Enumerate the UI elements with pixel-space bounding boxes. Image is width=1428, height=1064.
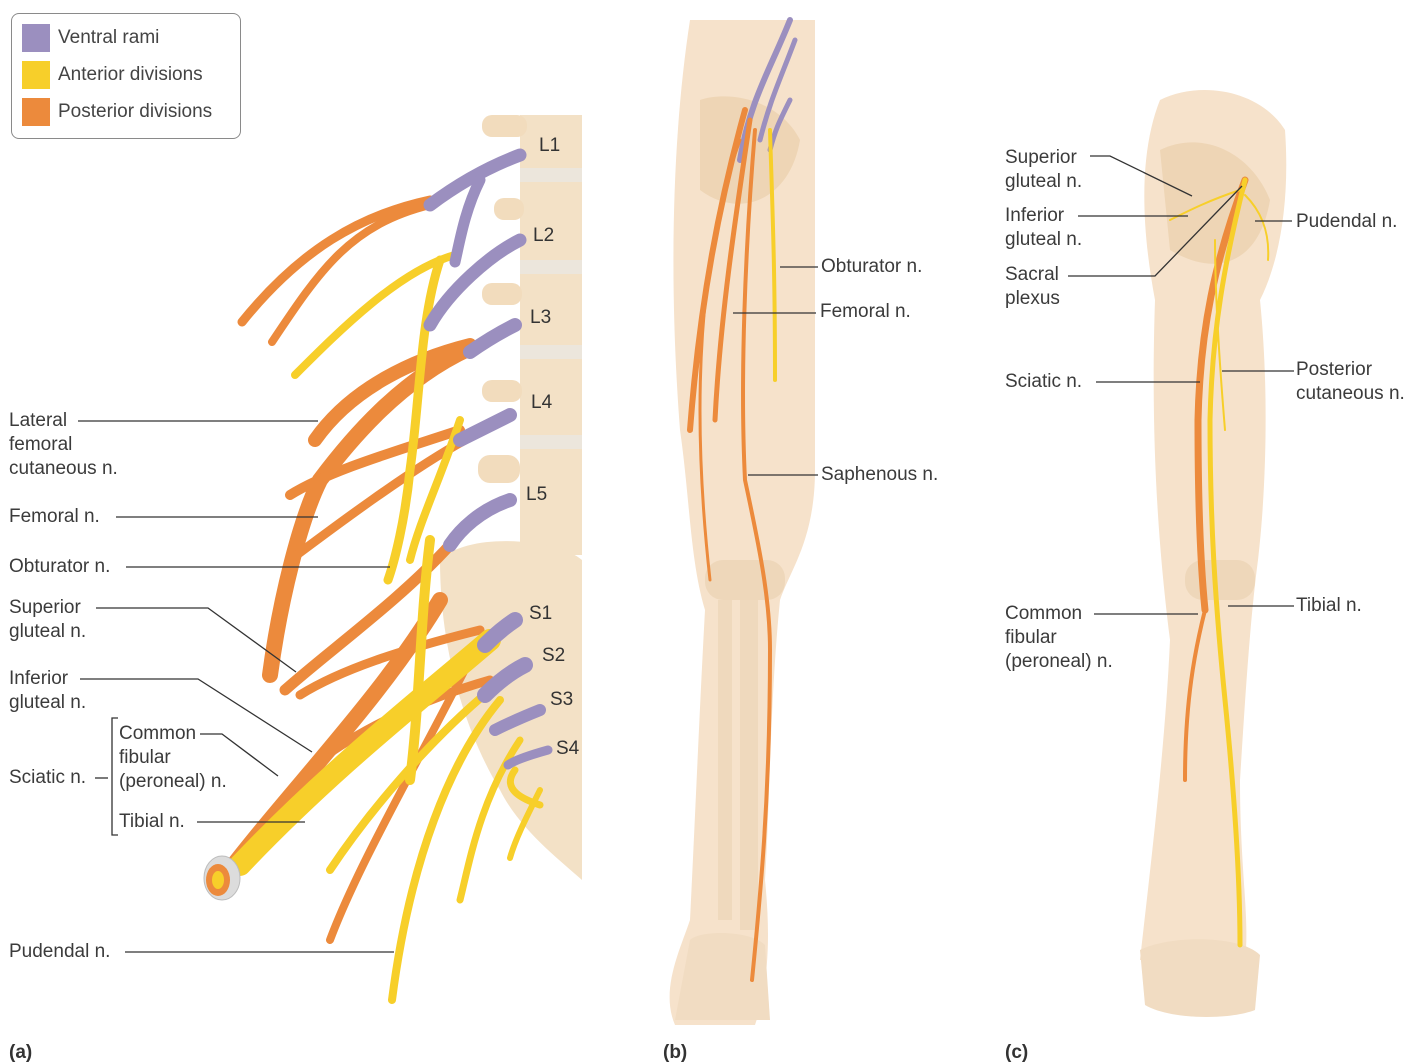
legend-swatch: [22, 61, 50, 89]
label-c-pudendal-n: Pudendal n.: [1296, 210, 1397, 234]
label-obturator-n: Obturator n.: [9, 555, 110, 579]
label-c-sciatic-n: Sciatic n.: [1005, 370, 1082, 394]
label-femoral-n: Femoral n.: [9, 505, 100, 529]
label-c-superior-gluteal-n: Superior gluteal n.: [1005, 146, 1082, 194]
sciatic-cut-end: [204, 856, 240, 900]
label-b-saphenous-n: Saphenous n.: [821, 463, 938, 487]
legend-label: Anterior divisions: [58, 64, 203, 86]
label-inferior-gluteal-n: Inferior gluteal n.: [9, 667, 86, 715]
label-pudendal-n: Pudendal n.: [9, 940, 110, 964]
vertebra-label-s1: S1: [529, 603, 552, 625]
panel-label-b: (b): [663, 1042, 687, 1064]
vertebra-label-s4: S4: [556, 738, 579, 760]
vertebra-label-s3: S3: [550, 689, 573, 711]
panel-label-a: (a): [9, 1042, 32, 1064]
label-c-posterior-cutaneous-n: Posterior cutaneous n.: [1296, 358, 1405, 406]
label-c-sacral-plexus: Sacral plexus: [1005, 263, 1060, 311]
legend-label: Ventral rami: [58, 27, 159, 49]
legend: Ventral rami Anterior divisions Posterio…: [11, 13, 241, 139]
vertebra-label-l3: L3: [530, 307, 551, 329]
legend-label: Posterior divisions: [58, 101, 212, 123]
label-c-common-fibular-n: Common fibular (peroneal) n.: [1005, 602, 1113, 674]
label-tibial-n: Tibial n.: [119, 810, 185, 834]
vertebra-label-l1: L1: [539, 135, 560, 157]
label-c-tibial-n: Tibial n.: [1296, 594, 1362, 618]
label-c-inferior-gluteal-n: Inferior gluteal n.: [1005, 204, 1082, 252]
label-superior-gluteal-n: Superior gluteal n.: [9, 596, 86, 644]
vertebra-label-l5: L5: [526, 484, 547, 506]
label-b-obturator-n: Obturator n.: [821, 255, 922, 279]
label-sciatic-n: Sciatic n.: [9, 766, 86, 790]
vertebra-label-l2: L2: [533, 225, 554, 247]
label-lateral-femoral-cutaneous-n: Lateral femoral cutaneous n.: [9, 409, 118, 481]
panel-label-c: (c): [1005, 1042, 1028, 1064]
vertebra-label-s2: S2: [542, 645, 565, 667]
legend-swatch: [22, 24, 50, 52]
legend-swatch: [22, 98, 50, 126]
vertebra-label-l4: L4: [531, 392, 552, 414]
label-common-fibular-n: Common fibular (peroneal) n.: [119, 722, 227, 794]
label-b-femoral-n: Femoral n.: [820, 300, 911, 324]
